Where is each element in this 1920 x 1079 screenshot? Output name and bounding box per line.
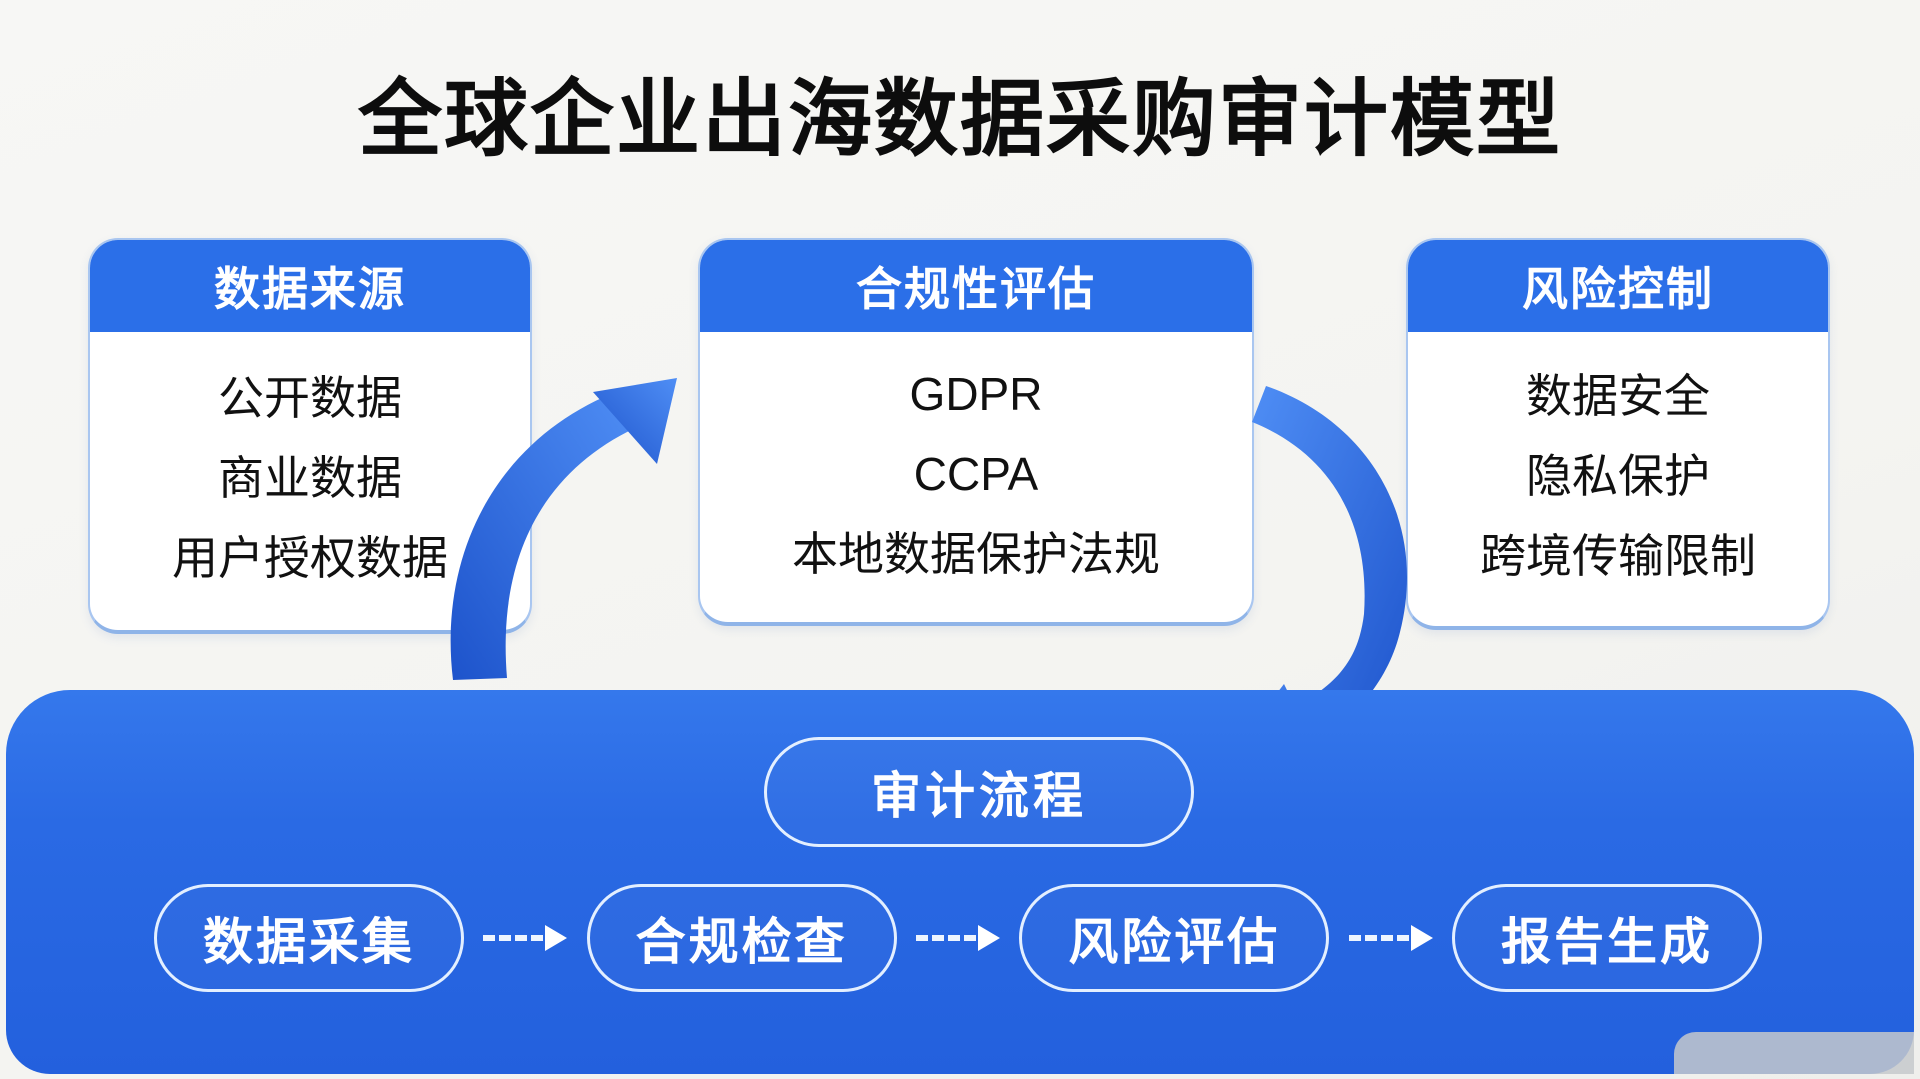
card-header: 数据来源 xyxy=(90,240,530,332)
card-risk-control: 风险控制 数据安全 隐私保护 跨境传输限制 xyxy=(1406,238,1830,630)
dashed-line xyxy=(1348,935,1409,941)
dashed-arrow-icon xyxy=(483,925,568,951)
process-step-4: 报告生成 xyxy=(1451,884,1762,992)
process-steps-row: 数据采集 合规检查 风险评估 报告生成 xyxy=(154,884,1762,992)
audit-process-pill: 审计流程 xyxy=(764,737,1194,847)
card-header: 风险控制 xyxy=(1408,240,1828,332)
card-item: 数据安全 xyxy=(1526,369,1710,422)
card-item: 隐私保护 xyxy=(1526,449,1710,502)
page-title: 全球企业出海数据采购审计模型 xyxy=(357,72,1562,166)
card-data-sources: 数据来源 公开数据 商业数据 用户授权数据 xyxy=(88,238,532,634)
process-step-2: 合规检查 xyxy=(586,884,897,992)
audit-process-label: 审计流程 xyxy=(871,768,1087,824)
arrowhead xyxy=(545,925,568,951)
dashed-line xyxy=(915,935,976,941)
arrowhead xyxy=(977,925,1000,951)
card-item: 商业数据 xyxy=(218,451,402,504)
card-item: 用户授权数据 xyxy=(172,532,448,585)
dashed-line xyxy=(483,935,544,941)
card-item: 跨境传输限制 xyxy=(1480,530,1756,583)
card-item: GDPR xyxy=(909,367,1043,420)
card-body: GDPR CCPA 本地数据保护法规 xyxy=(700,332,1252,622)
process-step-1: 数据采集 xyxy=(154,884,464,992)
card-header: 合规性评估 xyxy=(700,240,1252,332)
arrowhead xyxy=(1410,925,1433,951)
process-step-3: 风险评估 xyxy=(1019,884,1330,992)
audit-panel: 审计流程 数据采集 合规检查 风险评估 报告生成 xyxy=(6,690,1914,1074)
card-body: 公开数据 商业数据 用户授权数据 xyxy=(90,332,530,630)
card-body: 数据安全 隐私保护 跨境传输限制 xyxy=(1408,332,1828,626)
card-item: 公开数据 xyxy=(218,371,402,424)
card-item: 本地数据保护法规 xyxy=(792,528,1160,581)
watermark-area xyxy=(1674,1032,1914,1074)
card-item: CCPA xyxy=(913,447,1039,500)
dashed-arrow-icon xyxy=(915,925,1000,951)
dashed-arrow-icon xyxy=(1348,925,1433,951)
card-compliance-assessment: 合规性评估 GDPR CCPA 本地数据保护法规 xyxy=(698,238,1254,626)
